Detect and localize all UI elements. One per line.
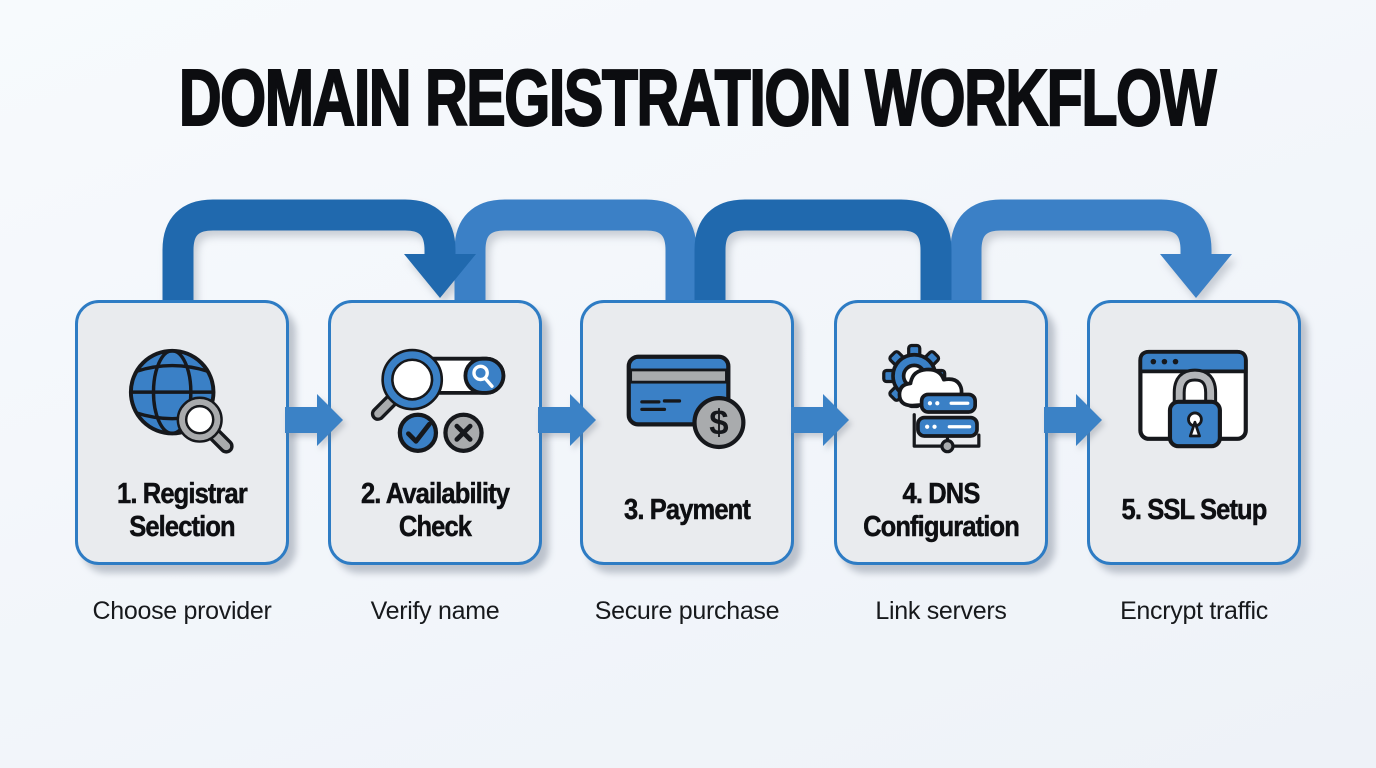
step-card-availability: 2. Availability Check: [328, 300, 542, 565]
step-card-payment: $ 3. Payment: [580, 300, 794, 565]
step-caption: Link servers: [875, 597, 1007, 625]
step-title: 2. Availability Check: [360, 477, 510, 544]
step-title: 5. SSL Setup: [1121, 494, 1267, 527]
arc-step1-to-step2: [162, 199, 456, 308]
step-card-dns: 4. DNS Configuration: [834, 300, 1048, 565]
step-title: 1. Registrar Selection: [117, 477, 248, 544]
arc-step2-to-step3: [454, 199, 697, 308]
arc-arrowhead-step2: [404, 254, 476, 298]
arc-step4-to-step5: [950, 199, 1212, 308]
dollar-glyph: $: [709, 405, 728, 443]
step-caption: Choose provider: [92, 597, 272, 625]
step-caption: Encrypt traffic: [1120, 597, 1268, 625]
step-card-ssl: 5. SSL Setup: [1087, 300, 1301, 565]
globe-search-icon: [128, 348, 234, 454]
step-card-registrar: 1. Registrar Selection: [75, 300, 289, 565]
arc-arrowhead-step5: [1160, 254, 1232, 298]
page-title: DOMAIN REGISTRATION WORKFLOW: [178, 52, 1217, 143]
search-availability-icon: [370, 348, 506, 453]
arc-step3-to-step4: [694, 199, 952, 308]
step-title: 3. Payment: [624, 494, 751, 527]
dns-config-icon: [882, 343, 981, 454]
step-caption: Secure purchase: [594, 597, 780, 625]
step-title: 4. DNS Configuration: [863, 477, 1020, 544]
credit-card-icon: $: [626, 354, 746, 450]
step-caption: Verify name: [370, 597, 500, 625]
ssl-lock-icon: [1138, 349, 1248, 449]
